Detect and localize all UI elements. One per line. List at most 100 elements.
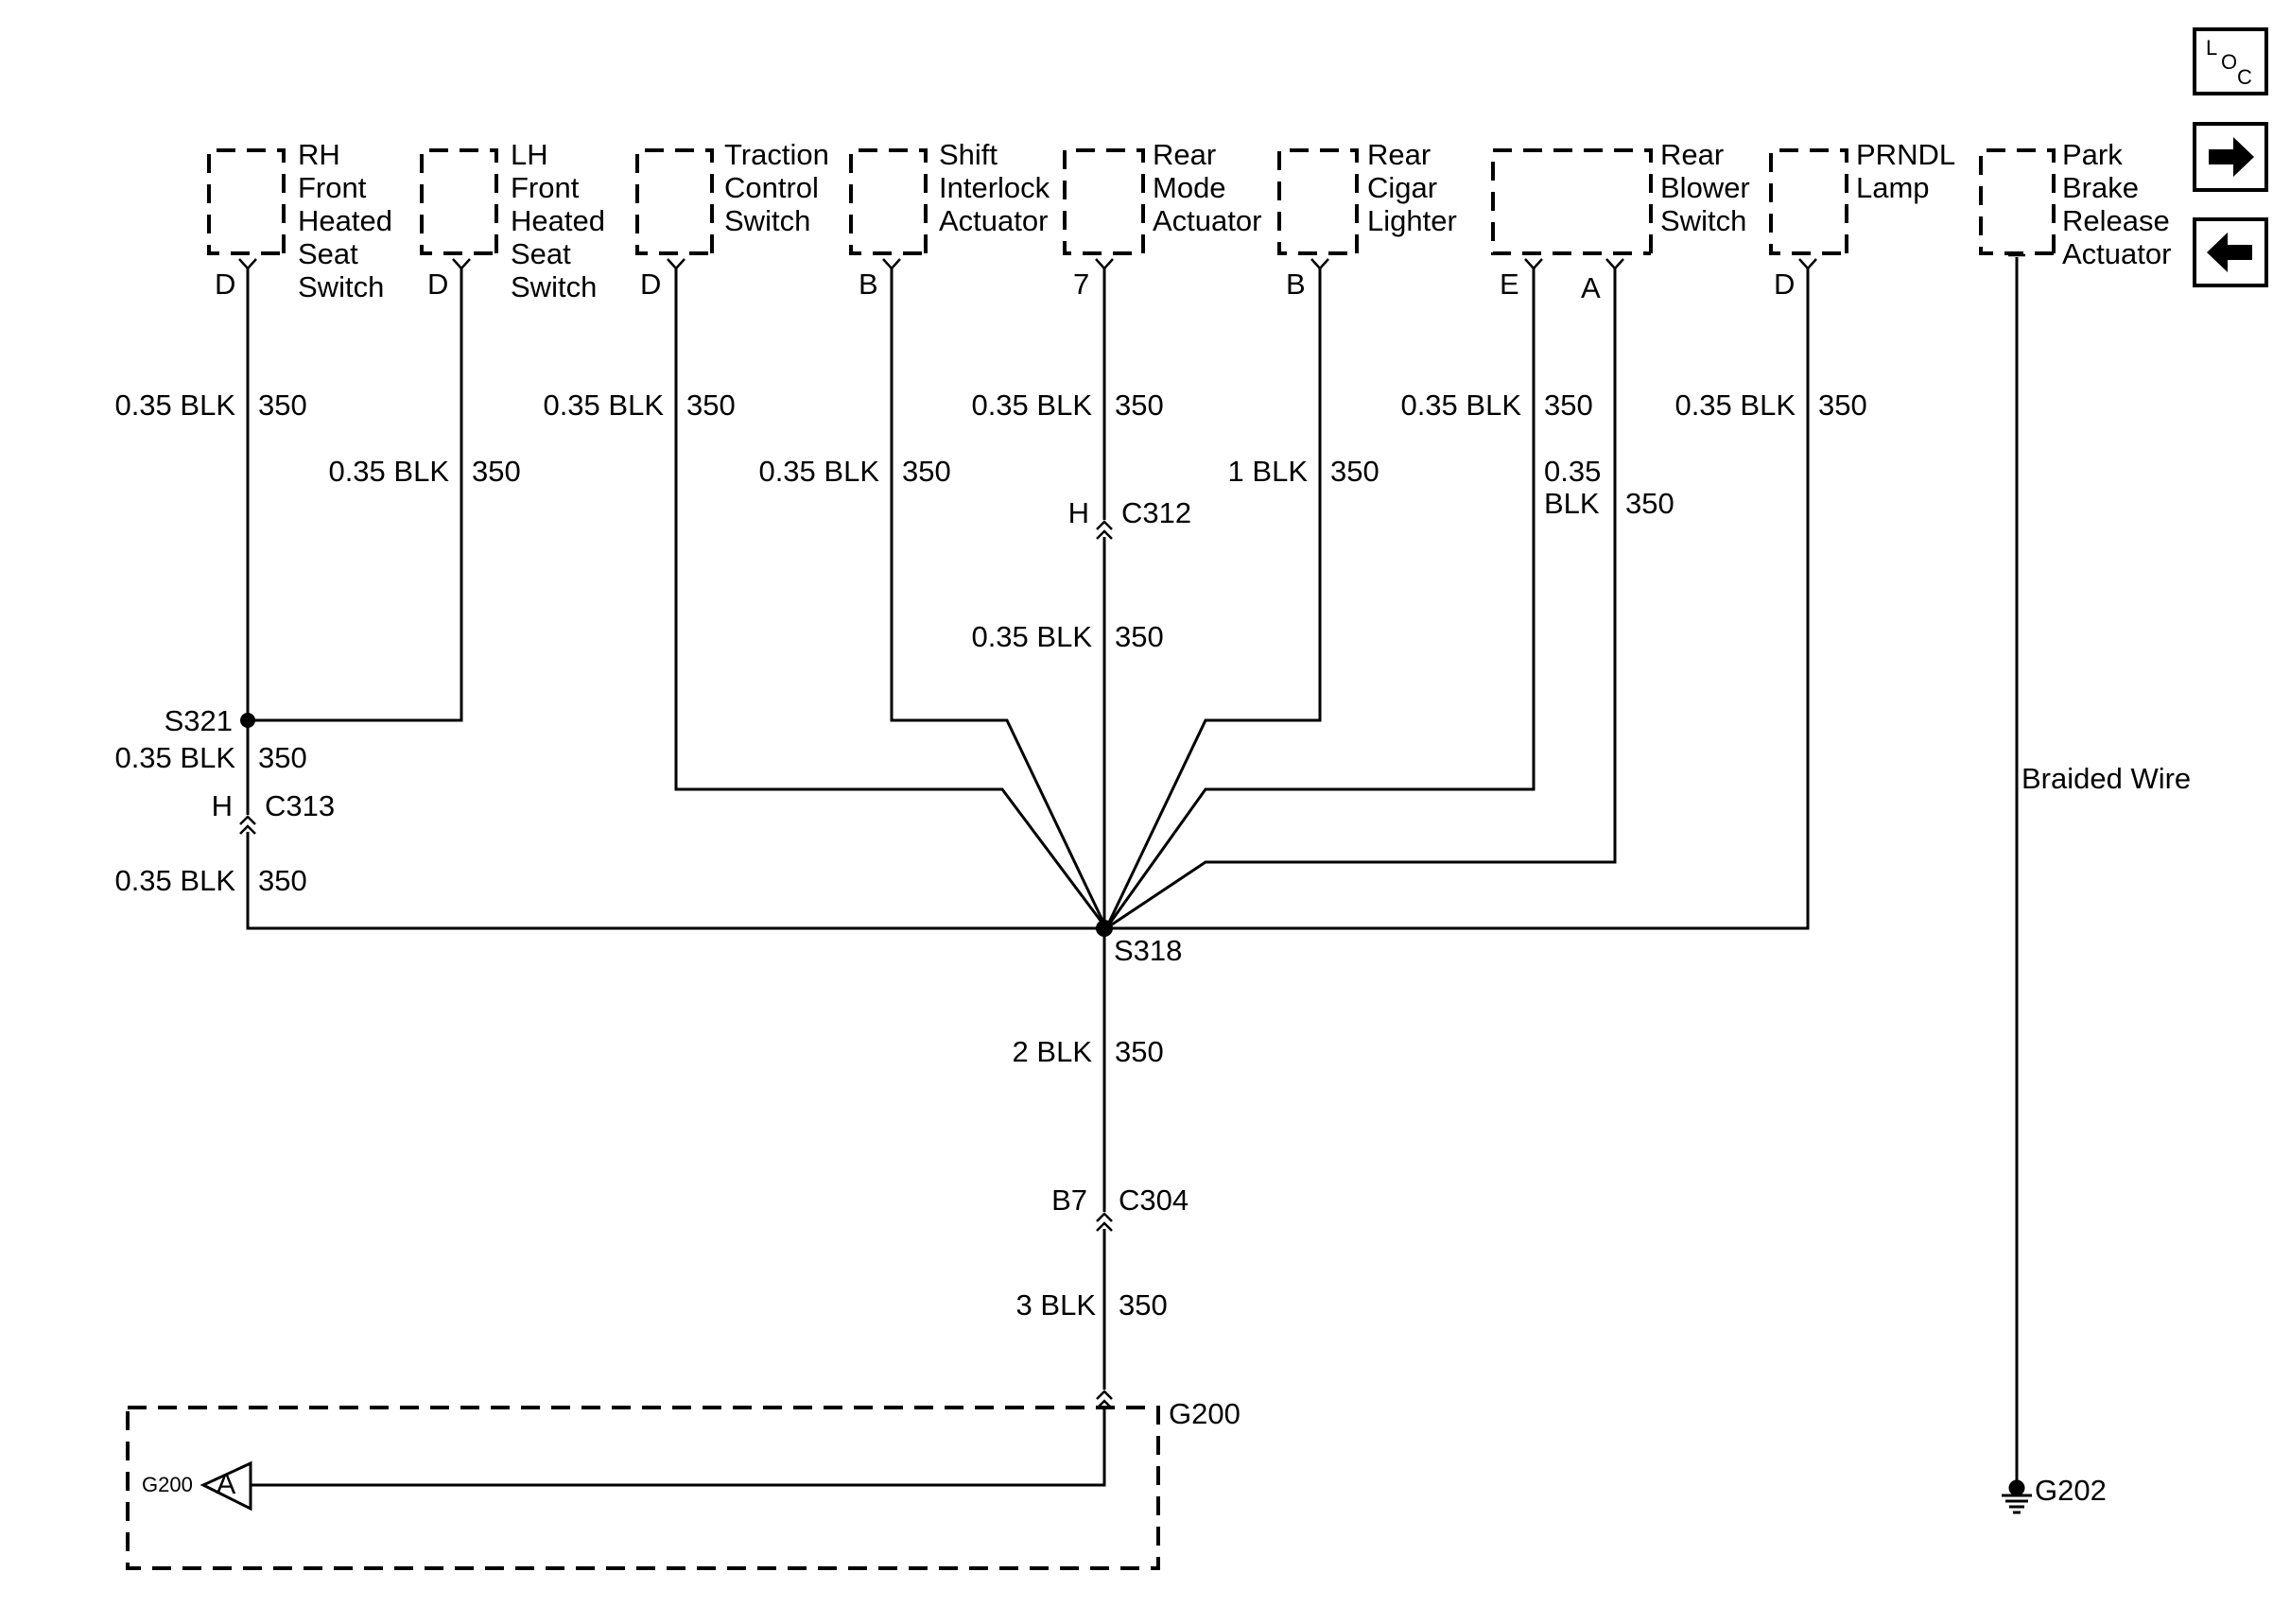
wire-rear-mode-upper-circuit: 350 bbox=[1115, 389, 1164, 422]
traction-control-switch-box bbox=[635, 148, 714, 255]
ground-g202-icon bbox=[2002, 1479, 2032, 1514]
pin-lh-seat: D bbox=[427, 268, 448, 301]
connector-c312-mark bbox=[1096, 520, 1113, 540]
wire-s321-c313-color: 0.35 BLK bbox=[114, 741, 235, 774]
g200-reference-letter: A bbox=[217, 1467, 236, 1500]
rh-seat-switch-box bbox=[207, 148, 286, 255]
wire-blower-a-circuit: 350 bbox=[1625, 487, 1674, 520]
wire-traction-color: 0.35 BLK bbox=[543, 389, 664, 422]
terminal-cigar bbox=[1310, 258, 1329, 270]
wire-s318-c304-color: 2 BLK bbox=[1013, 1035, 1093, 1068]
pin-shift: B bbox=[859, 268, 878, 301]
component-labels: RH Front Heated Seat Switch LH Front Hea… bbox=[298, 138, 2178, 303]
terminal-blower-e bbox=[1524, 258, 1543, 270]
terminal-shift bbox=[882, 258, 901, 270]
pin-traction: D bbox=[640, 268, 661, 301]
wire-cigar bbox=[1104, 267, 1322, 929]
wire-c313-s318-circuit: 350 bbox=[258, 864, 307, 897]
c304-name: C304 bbox=[1119, 1183, 1189, 1217]
shift-label: Shift Interlock Actuator bbox=[939, 138, 1058, 237]
prndl-label: PRNDL Lamp bbox=[1856, 138, 1963, 204]
braided-wire-label: Braided Wire bbox=[2021, 762, 2191, 795]
splice-s318-dot bbox=[1096, 920, 1113, 937]
wire-traction bbox=[674, 267, 1108, 929]
wire-traction-circuit: 350 bbox=[686, 389, 736, 422]
loc-button[interactable]: L O C bbox=[2193, 27, 2268, 95]
terminal-rear-mode bbox=[1095, 258, 1114, 270]
loc-letter-l: L bbox=[2206, 36, 2217, 60]
wire-s318-c304-circuit: 350 bbox=[1115, 1035, 1164, 1068]
pin-blower-a: A bbox=[1581, 271, 1601, 304]
rear-blower-switch-box bbox=[1491, 148, 1653, 255]
shift-interlock-actuator-box bbox=[849, 148, 928, 255]
terminal-traction bbox=[667, 258, 685, 270]
wire-rear-mode-lower-color: 0.35 BLK bbox=[971, 620, 1092, 653]
terminal-lh-seat bbox=[452, 258, 471, 270]
terminal-blower-a bbox=[1605, 258, 1624, 270]
lh-seat-label: LH Front Heated Seat Switch bbox=[511, 138, 614, 303]
wire-s321-c313-circuit: 350 bbox=[258, 741, 307, 774]
wire-lh-color: 0.35 BLK bbox=[328, 455, 449, 488]
wire-blower-e-color: 0.35 BLK bbox=[1400, 389, 1521, 422]
g200-location-box bbox=[126, 1406, 1160, 1570]
pin-cigar: B bbox=[1286, 268, 1306, 301]
g200-reference-label: G200 bbox=[142, 1473, 193, 1496]
wire-lh-circuit: 350 bbox=[472, 455, 521, 488]
arrow-left-icon bbox=[2207, 233, 2252, 272]
lh-seat-switch-box bbox=[420, 148, 498, 255]
wire-c304-g200-color: 3 BLK bbox=[1016, 1288, 1097, 1322]
connector-c313-mark bbox=[239, 815, 256, 835]
pin-prndl: D bbox=[1774, 268, 1795, 301]
pin-labels: D D D B 7 B E A D bbox=[215, 268, 1795, 304]
c304-pin: B7 bbox=[1051, 1183, 1087, 1217]
wire-shift-circuit: 350 bbox=[902, 455, 951, 488]
rear-mode-actuator-box bbox=[1063, 148, 1145, 255]
s321-label: S321 bbox=[165, 704, 233, 737]
c313-pin: H bbox=[212, 789, 233, 822]
cigar-label: Rear Cigar Lighter bbox=[1367, 138, 1457, 237]
forward-button[interactable] bbox=[2193, 122, 2268, 192]
prndl-lamp-box bbox=[1769, 148, 1848, 255]
wire-rear-mode-upper-color: 0.35 BLK bbox=[971, 389, 1092, 422]
loc-letter-o: O bbox=[2221, 50, 2237, 74]
s318-label: S318 bbox=[1114, 934, 1182, 967]
wire-prndl-circuit: 350 bbox=[1818, 389, 1867, 422]
wire-blower-a-color-2: BLK bbox=[1544, 487, 1600, 520]
wire-labels: 0.35 BLK 350 0.35 BLK 350 0.35 BLK 350 0… bbox=[114, 389, 2191, 1322]
wire-rh-circuit: 350 bbox=[258, 389, 307, 422]
terminal-prndl bbox=[1798, 258, 1817, 270]
g200-label: G200 bbox=[1169, 1397, 1241, 1430]
g202-label: G202 bbox=[2035, 1474, 2107, 1507]
g200-reference-triangle bbox=[200, 1460, 252, 1512]
wire-c304-g200-circuit: 350 bbox=[1119, 1288, 1168, 1322]
wire-cigar-color: 1 BLK bbox=[1228, 455, 1309, 488]
wire-g200-internal bbox=[251, 1407, 1106, 1487]
terminal-marks bbox=[238, 253, 2025, 270]
wire-prndl bbox=[1106, 267, 1810, 930]
wire-cigar-circuit: 350 bbox=[1330, 455, 1379, 488]
wire-c313-s318-color: 0.35 BLK bbox=[114, 864, 235, 897]
park-brake-release-actuator-box bbox=[1979, 148, 2056, 255]
wire-blower-e-circuit: 350 bbox=[1544, 389, 1593, 422]
terminal-rh-seat bbox=[238, 258, 257, 270]
pin-rh-seat: D bbox=[215, 268, 235, 301]
back-button[interactable] bbox=[2193, 217, 2268, 287]
wire-blower-a-color-1: 0.35 bbox=[1544, 455, 1601, 488]
wire-blower-a bbox=[1105, 267, 1617, 930]
arrow-right-icon bbox=[2209, 137, 2254, 177]
wire-s318-left bbox=[246, 832, 1106, 930]
wires bbox=[246, 257, 2019, 1487]
park-brake-label: Park Brake Release Actuator bbox=[2062, 138, 2178, 270]
c313-name: C313 bbox=[265, 789, 335, 822]
connector-g200-mark bbox=[1096, 1390, 1113, 1409]
wire-prndl-color: 0.35 BLK bbox=[1674, 389, 1796, 422]
connector-marks bbox=[239, 520, 1113, 1409]
loc-letter-c: C bbox=[2237, 65, 2252, 89]
rear-cigar-lighter-box bbox=[1277, 148, 1359, 255]
traction-label: Traction Control Switch bbox=[724, 138, 837, 237]
component-boxes bbox=[126, 148, 2056, 1570]
connector-c304-mark bbox=[1096, 1212, 1113, 1232]
rear-mode-label: Rear Mode Actuator bbox=[1153, 138, 1261, 237]
node-labels: H C312 H C313 B7 C304 S321 S318 G200 G20… bbox=[165, 496, 2107, 1507]
